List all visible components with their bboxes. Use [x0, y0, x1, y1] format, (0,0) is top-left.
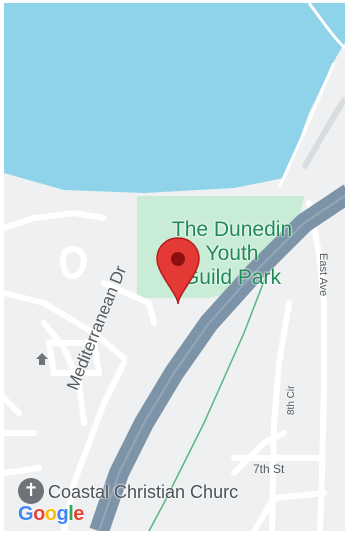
- park-label-line: The Dunedin: [171, 218, 293, 241]
- logo-letter: g: [56, 503, 69, 525]
- logo-letter: o: [33, 503, 45, 525]
- church-cross-icon: ✝: [18, 478, 44, 504]
- local-roads: [4, 200, 327, 531]
- google-logo: Google: [18, 503, 84, 526]
- map-pin-icon[interactable]: [154, 236, 202, 306]
- street-label-east-ave: East Ave: [317, 253, 329, 297]
- highway-center: [98, 194, 345, 531]
- shore-road: [277, 62, 336, 189]
- logo-letter: o: [44, 503, 57, 525]
- logo-letter: G: [18, 503, 34, 525]
- logo-letter: e: [73, 503, 84, 525]
- park-label-line: Guild Park: [182, 266, 282, 289]
- park-label-line: Youth: [205, 242, 259, 265]
- shore-road: [307, 3, 345, 50]
- poi-label: Coastal Christian Churc: [48, 482, 239, 502]
- park-label: The Dunedin Youth Guild Park: [157, 218, 307, 290]
- trail-line: [148, 267, 270, 531]
- map-canvas[interactable]: The Dunedin Youth Guild Park Mediterrane…: [4, 3, 345, 531]
- one-way-arrow-icon: [36, 353, 48, 365]
- map-base-layer: [4, 3, 345, 531]
- shore-road: [301, 96, 345, 170]
- street-label-7th-st: 7th St: [253, 462, 285, 476]
- street-label-8th-cir: 8th Cir: [286, 385, 297, 415]
- logo-letter: l: [68, 503, 74, 525]
- water-body: [4, 3, 345, 193]
